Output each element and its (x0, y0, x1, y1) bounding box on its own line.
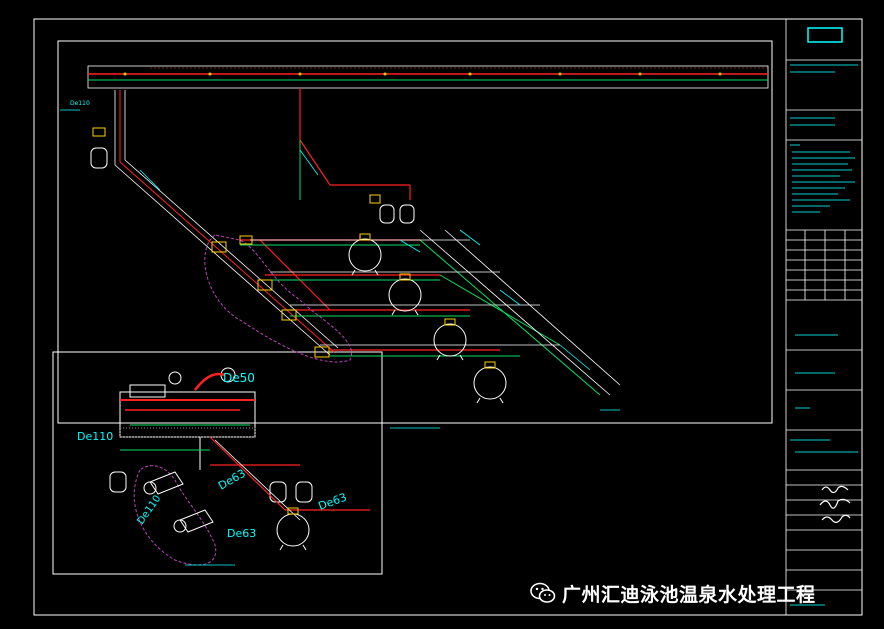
label-de110-diag: De110 (135, 493, 163, 526)
label-de63-a: De63 (216, 467, 248, 493)
label-de110-inset: De110 (77, 430, 113, 443)
plan-frame (57, 40, 773, 424)
watermark-text: 广州汇迪泳池温泉水处理工程 (562, 583, 816, 606)
label-de50: De50 (223, 371, 255, 385)
diagonal-trunk (114, 90, 339, 356)
filter-tank (388, 273, 422, 316)
inset-frame (52, 351, 383, 575)
inset-filter-tank (276, 507, 310, 551)
dashed-boundary-inset (133, 465, 217, 566)
dosing-tank (90, 147, 415, 503)
signatures (819, 485, 851, 523)
watermark: 广州汇迪泳池温泉水处理工程 (530, 576, 816, 610)
filter-tank (473, 361, 507, 404)
green-pipe-network (240, 140, 601, 396)
title-block-notes (790, 27, 858, 606)
dashed-boundary-main (204, 234, 353, 363)
label-de110-top: De110 (70, 100, 90, 107)
wechat-icon (530, 582, 556, 603)
top-pipe-run (87, 65, 769, 89)
annotations (60, 109, 620, 566)
pump (92, 127, 381, 358)
pool-section (119, 367, 370, 521)
filter-tank (433, 318, 467, 361)
right-frame-diagonals (250, 229, 621, 396)
red-pipe-network (240, 88, 500, 351)
inset-pumps (143, 471, 214, 533)
title-block (785, 19, 862, 615)
outer-border (33, 18, 863, 616)
label-de63-b: De63 (227, 527, 256, 540)
filter-tank (348, 233, 382, 276)
